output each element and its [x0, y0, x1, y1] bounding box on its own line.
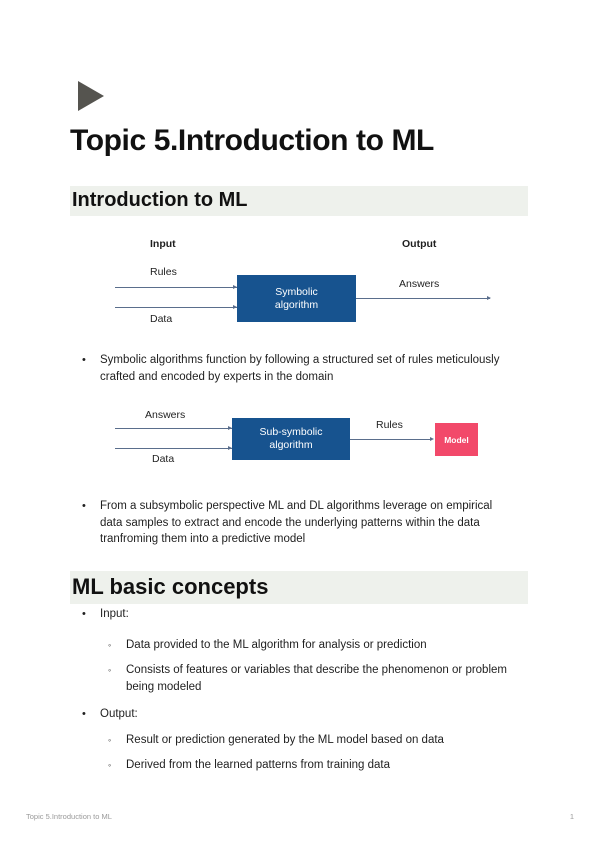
bullet-marker: •: [82, 708, 86, 720]
diagram1-output-arrow: [356, 298, 490, 299]
sub-bullet-marker: ◦: [108, 665, 112, 675]
bullet-marker: •: [82, 500, 86, 512]
bullet-text: Result or prediction generated by the ML…: [126, 734, 444, 746]
diagram2-arrowhead-output: [430, 436, 434, 441]
diagram1-input-header: Input: [150, 238, 176, 250]
bullet-text: From a subsymbolic perspective ML and DL…: [100, 500, 493, 545]
diagram1-output-header: Output: [402, 238, 437, 250]
section-heading-introduction: Introduction to ML: [70, 186, 528, 216]
list-item: ◦ Data provided to the ML algorithm for …: [108, 637, 508, 654]
bullet-text: Symbolic algorithms function by followin…: [100, 354, 500, 383]
bullet-marker: •: [82, 608, 86, 620]
diagram2-arrowhead-bottom: [228, 445, 232, 450]
diagram1-algorithm-box: Symbolic algorithm: [237, 275, 356, 322]
bullet-marker: •: [82, 354, 86, 366]
diagram2-box-line1: Sub-symbolic: [259, 426, 323, 438]
diagram1-box-line1: Symbolic: [275, 285, 318, 298]
sub-bullet-marker: ◦: [108, 735, 112, 745]
sub-bullet-marker: ◦: [108, 640, 112, 650]
section-heading-ml-basic-concepts: ML basic concepts: [70, 571, 528, 604]
diagram1-input-arrow-top: [115, 287, 237, 288]
list-item: • Input:: [82, 606, 502, 623]
bullet-text: Data provided to the ML algorithm for an…: [126, 639, 427, 651]
diagram1-arrowhead-bottom: [233, 304, 237, 309]
diagram1-output-label: Answers: [399, 278, 440, 290]
list-item: ◦ Result or prediction generated by the …: [108, 732, 508, 749]
footer-title: Topic 5.Introduction to ML: [26, 812, 112, 821]
diagram2-input-bottom-label: Data: [152, 453, 175, 465]
footer-page-number: 1: [569, 812, 574, 821]
diagram1-arrowhead-top: [233, 284, 237, 289]
list-item: • Symbolic algorithms function by follow…: [82, 352, 502, 385]
bullet-text: Output:: [100, 708, 138, 720]
bullet-text: Consists of features or variables that d…: [126, 664, 507, 693]
list-item: • Output:: [82, 706, 502, 723]
play-triangle-icon: [78, 81, 104, 111]
sub-bullet-marker: ◦: [108, 760, 112, 770]
diagram2-algorithm-box: Sub-symbolic algorithm: [232, 418, 350, 460]
bullet-text: Derived from the learned patterns from t…: [126, 759, 390, 771]
diagram1-box-line2: algorithm: [274, 298, 319, 311]
diagram1-arrowhead-output: [487, 295, 491, 300]
bullet-text: Input:: [100, 608, 129, 620]
list-item: • From a subsymbolic perspective ML and …: [82, 498, 502, 548]
diagram1-input-top-label: Rules: [150, 266, 177, 278]
diagram2-output-arrow: [350, 439, 432, 440]
list-item: ◦ Derived from the learned patterns from…: [108, 757, 508, 774]
diagram2-input-arrow-top: [115, 428, 232, 429]
diagram2-input-top-label: Answers: [145, 409, 186, 421]
footer-divider: [24, 802, 576, 803]
page-title: Topic 5.Introduction to ML: [70, 124, 434, 157]
list-item: ◦ Consists of features or variables that…: [108, 662, 508, 695]
diagram2-arrowhead-top: [228, 425, 232, 430]
diagram1-input-arrow-bottom: [115, 307, 237, 308]
diagram2-input-arrow-bottom: [115, 448, 232, 449]
diagram2-model-box: Model: [435, 423, 478, 456]
diagram2-box-line2: algorithm: [269, 439, 313, 451]
diagram1-input-bottom-label: Data: [150, 313, 173, 325]
diagram2-output-label: Rules: [376, 419, 403, 431]
